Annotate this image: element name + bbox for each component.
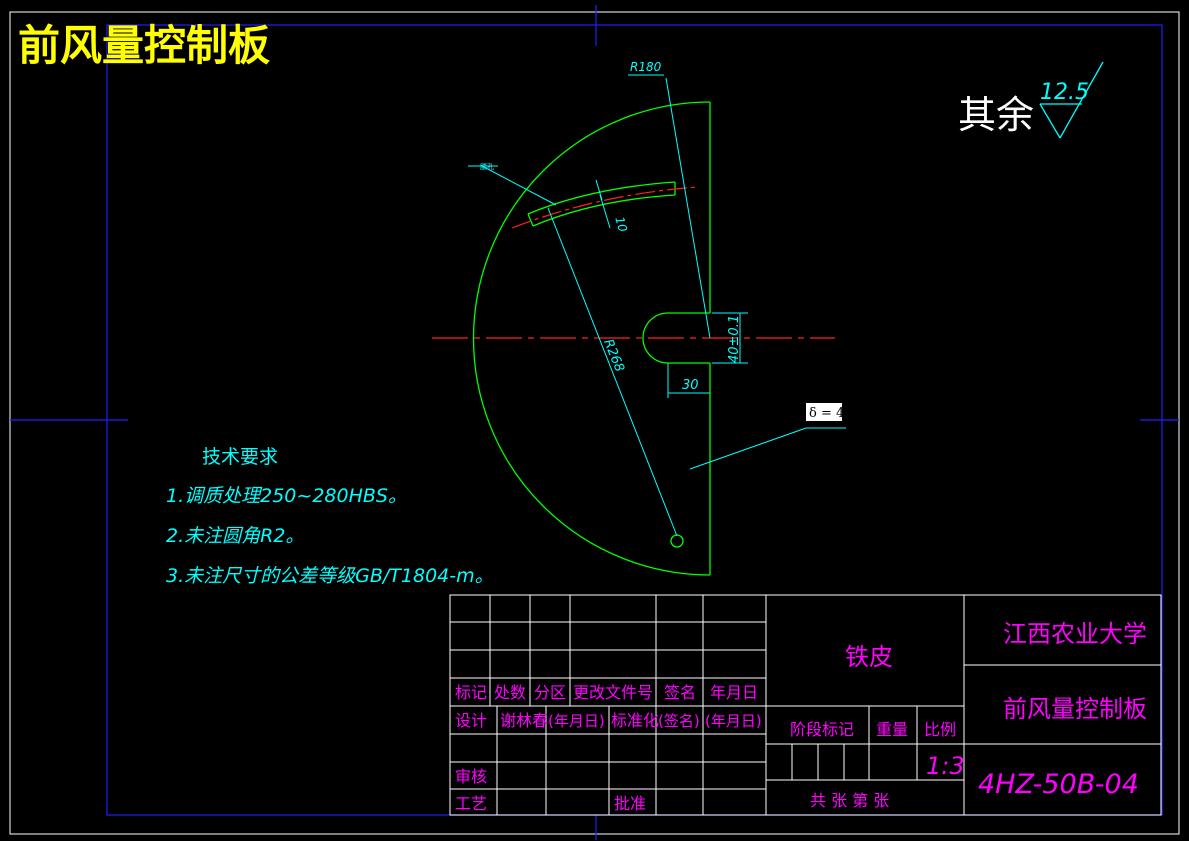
tb-design-1: 设计 — [455, 711, 487, 730]
dim-10-text: 10 — [612, 215, 630, 234]
dim-r180-leader — [665, 77, 711, 339]
label-leader — [481, 165, 557, 206]
dim-40-text: 40±0.1 — [727, 315, 742, 363]
thickness-text: δ = 4 — [809, 406, 844, 421]
tb-process: 工艺 — [455, 794, 487, 813]
arc-slot-inner — [532, 194, 676, 227]
tb-review: 审核 — [455, 767, 487, 786]
tb-drawing-number: 4HZ-50B-04 — [978, 769, 1139, 800]
tech-item-3: 3.未注尺寸的公差等级GB/T1804-m。 — [166, 565, 494, 587]
roughness-symbol — [1039, 61, 1104, 139]
arc-slot-end-left — [527, 213, 534, 227]
tb-ratio-label: 比例 — [924, 720, 956, 739]
arc-slot-centerline — [511, 186, 699, 229]
dim-r180-text: R180 — [630, 60, 662, 74]
tb-ratio-value: 1:3 — [926, 752, 965, 780]
tb-design-3: (年月日) — [548, 712, 605, 730]
tech-item-2: 2.未注圆角R2。 — [166, 525, 304, 547]
dim-30-text: 30 — [682, 378, 699, 393]
tb-sheets: 共 张 第 张 — [810, 791, 889, 810]
tb-stage: 阶段标记 — [790, 720, 854, 739]
tb-weight: 重量 — [876, 720, 908, 739]
dim-r268-text: R268 — [600, 337, 627, 374]
tb-design-5: (签名) — [658, 712, 700, 730]
tb-approve: 批准 — [614, 794, 646, 813]
tb-institution: 江西农业大学 — [1003, 620, 1147, 648]
part-outline — [472, 101, 711, 576]
roughness-value: 12.5 — [1040, 80, 1089, 105]
tb-design-6: (年月日) — [705, 712, 762, 730]
tech-item-1: 1.调质处理250~280HBS。 — [166, 485, 407, 507]
small-label: 腰孔 — [480, 163, 494, 171]
tb-header-6: 年月日 — [710, 683, 758, 702]
tb-material: 铁皮 — [845, 643, 893, 671]
dim-r268-line — [547, 207, 678, 537]
pivot-hole — [670, 534, 684, 548]
dim-10-ext2 — [599, 194, 611, 229]
tb-design-4: 标准化 — [611, 711, 659, 730]
drawing-title: 前风量控制板 — [18, 21, 270, 70]
title-block — [449, 594, 1162, 816]
tb-design-2: 谢林春 — [500, 711, 548, 730]
tb-header-5: 签名 — [664, 683, 696, 702]
slot-outline — [642, 312, 710, 364]
tb-header-1: 标记 — [455, 683, 487, 702]
tb-header-4: 更改文件号 — [573, 683, 653, 702]
roughness-label: 其余 — [958, 93, 1034, 137]
arc-slot-outer — [527, 181, 676, 215]
tech-heading: 技术要求 — [202, 446, 278, 468]
thickness-leader — [689, 427, 807, 470]
outer-frame — [9, 11, 1180, 835]
tb-header-2: 处数 — [494, 683, 526, 702]
tb-header-3: 分区 — [534, 683, 566, 702]
thickness-box — [806, 403, 842, 421]
tb-part-name: 前风量控制板 — [1003, 695, 1147, 723]
